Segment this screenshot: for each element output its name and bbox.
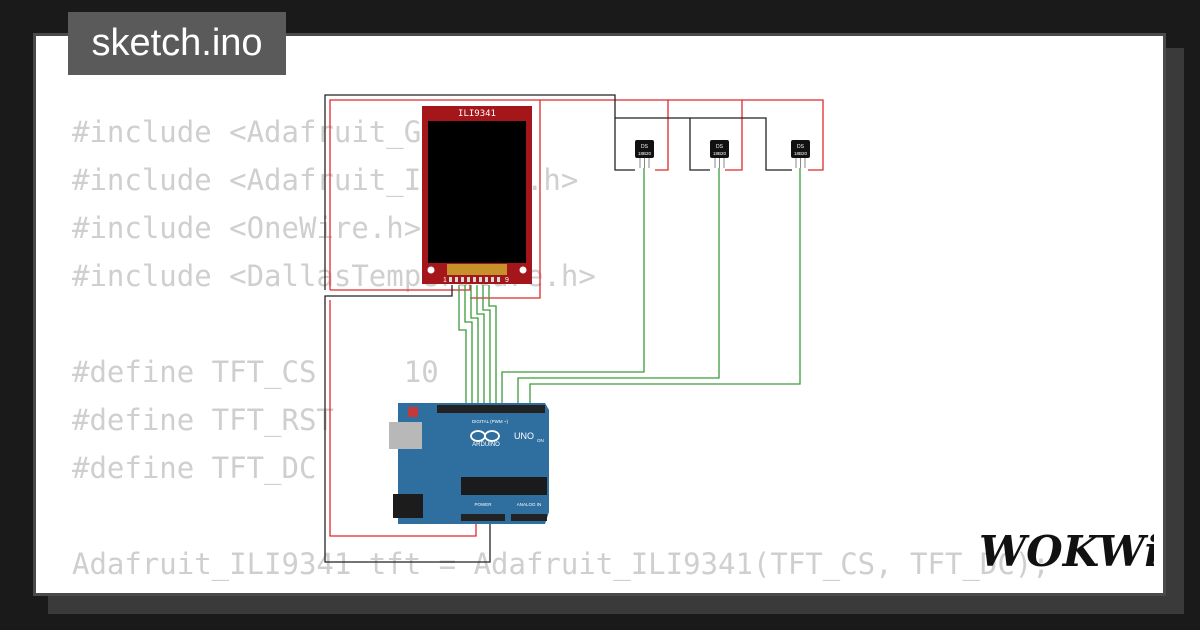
wire-red (742, 99, 824, 171)
ili9341-display[interactable]: ILI9341 1 9 (422, 106, 532, 284)
arduino-uno-board[interactable]: DIGITAL (PWM ~) ARDUINO UNO ON POWER ANA… (389, 403, 549, 524)
wire-green (464, 285, 473, 405)
power-header (461, 514, 505, 521)
sensor-label: DS (716, 144, 724, 150)
arduino-model: UNO (514, 431, 534, 441)
pin-label-first: 1 (443, 277, 447, 284)
wire-black (690, 117, 792, 171)
sensor-label: DS (797, 144, 805, 150)
power-label: POWER (474, 502, 492, 507)
black-wires (324, 94, 792, 563)
display-connector (447, 264, 507, 275)
usb-port (389, 422, 422, 449)
display-pins (449, 277, 500, 282)
wire-green (501, 168, 645, 405)
analog-label: ANALOG IN (517, 502, 542, 507)
wokwi-logo-text: WOKWi (979, 527, 1154, 576)
wire-red (329, 300, 477, 537)
red-wires (329, 99, 824, 537)
arduino-brand: ARDUINO (472, 442, 500, 448)
sensor-label: 18B20 (638, 151, 652, 156)
wire-green (458, 285, 467, 405)
sensor-label: 18B20 (713, 151, 727, 156)
wire-red (655, 120, 669, 171)
wire-red (668, 99, 743, 171)
wire-red (330, 285, 471, 291)
sensor-label: 18B20 (794, 151, 808, 156)
reset-button (408, 407, 418, 417)
display-screen (428, 121, 526, 263)
ds18b20-sensor[interactable]: DS 18B20 (635, 140, 654, 168)
green-wires (458, 168, 801, 405)
analog-header (511, 514, 547, 521)
sensor-label: DS (641, 144, 649, 150)
wire-green (476, 285, 485, 405)
wire-black (615, 117, 710, 171)
code-line: #define TFT_DC 8 (72, 451, 422, 485)
wire-green (517, 168, 720, 405)
atmega-chip (461, 477, 547, 495)
ds18b20-sensor[interactable]: DS 18B20 (791, 140, 810, 168)
file-tab[interactable]: sketch.ino (68, 12, 286, 75)
display-label: ILI9341 (458, 109, 496, 119)
digital-header (437, 405, 545, 413)
code-line: #include <DallasTemperature.h> (72, 259, 596, 293)
ds18b20-sensor[interactable]: DS 18B20 (710, 140, 729, 168)
wire-green (482, 285, 491, 405)
power-jack (393, 494, 423, 518)
code-line: #define TFT_CS 10 (72, 355, 439, 389)
mount-hole (519, 266, 527, 274)
wire-green (529, 168, 801, 405)
arduino-logo-icon (470, 430, 500, 442)
digital-label: DIGITAL (PWM ~) (472, 419, 509, 424)
code-line: Adafruit_ILI9341 tft = Adafruit_ILI9341(… (72, 547, 1050, 581)
on-label: ON (537, 438, 544, 443)
wire-black (324, 285, 491, 563)
wire-red (329, 99, 669, 290)
mount-hole (427, 266, 435, 274)
wire-black (324, 94, 616, 290)
pin-label-last: 9 (505, 277, 509, 284)
wire-green (488, 285, 497, 405)
wire-green (470, 285, 479, 405)
wire-black (614, 118, 635, 171)
wire-red (470, 100, 541, 299)
wokwi-logo: WOKWi (979, 527, 1154, 576)
